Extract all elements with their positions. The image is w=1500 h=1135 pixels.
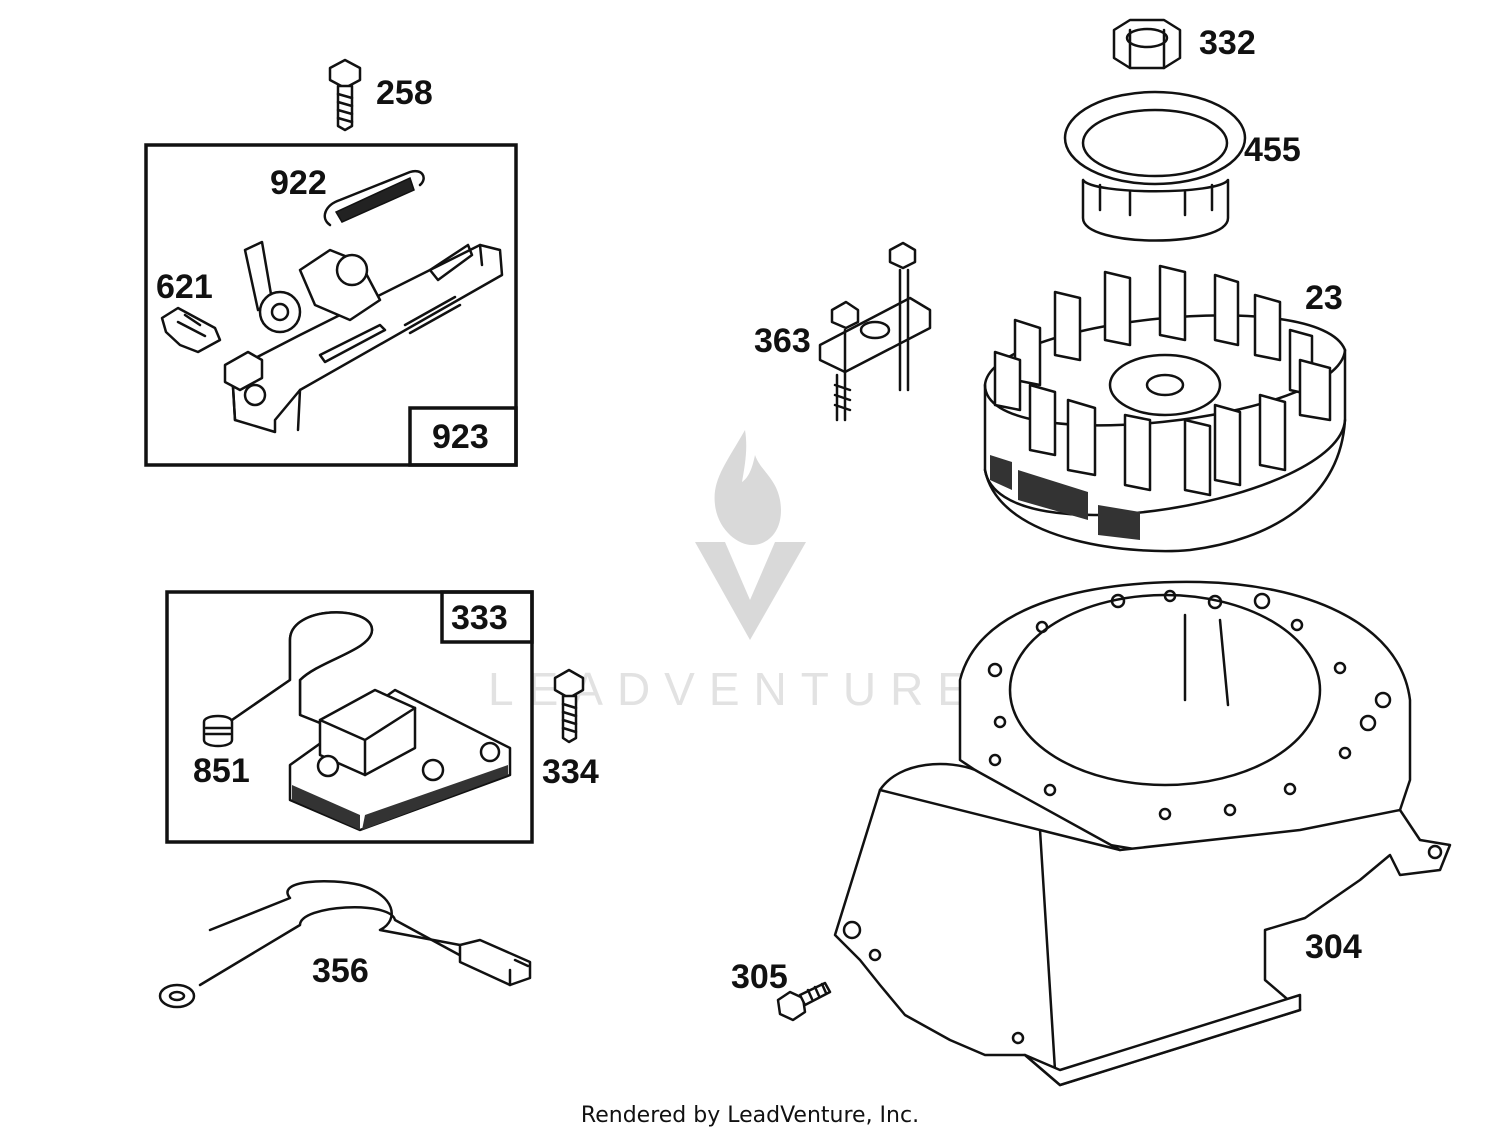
label-455: 455 [1244, 131, 1301, 169]
ignition-coil [230, 611, 512, 832]
label-922: 922 [270, 164, 327, 202]
governor-bracket [223, 240, 504, 434]
label-621: 621 [156, 268, 213, 306]
spring-922 [323, 169, 425, 227]
label-304: 304 [1305, 928, 1362, 966]
spark-plug-boot-851 [202, 714, 234, 748]
box-923-tag [408, 406, 518, 467]
label-363: 363 [754, 322, 811, 360]
box-333-tag [440, 590, 534, 644]
ground-wire-356 [158, 880, 532, 1009]
starter-cup-455 [1063, 90, 1247, 242]
screw-305 [776, 981, 832, 1022]
bolt-334 [553, 668, 585, 744]
box-923 [144, 143, 518, 467]
label-332: 332 [1199, 24, 1256, 62]
label-305: 305 [731, 958, 788, 996]
label-923: 923 [432, 418, 489, 456]
label-356: 356 [312, 952, 369, 990]
box-333 [165, 590, 534, 844]
bolt-258 [328, 58, 362, 132]
flywheel-23 [983, 264, 1347, 553]
label-23: 23 [1305, 279, 1343, 317]
blower-housing-304 [833, 580, 1452, 1087]
label-851: 851 [193, 752, 250, 790]
label-334: 334 [542, 753, 599, 791]
label-333: 333 [451, 599, 508, 637]
watermark-logo [695, 430, 806, 640]
footer-credit: Rendered by LeadVenture, Inc. [581, 1103, 919, 1128]
nut-332 [1112, 18, 1182, 70]
label-258: 258 [376, 74, 433, 112]
clip-621 [160, 306, 222, 354]
bracket-363 [818, 241, 932, 422]
